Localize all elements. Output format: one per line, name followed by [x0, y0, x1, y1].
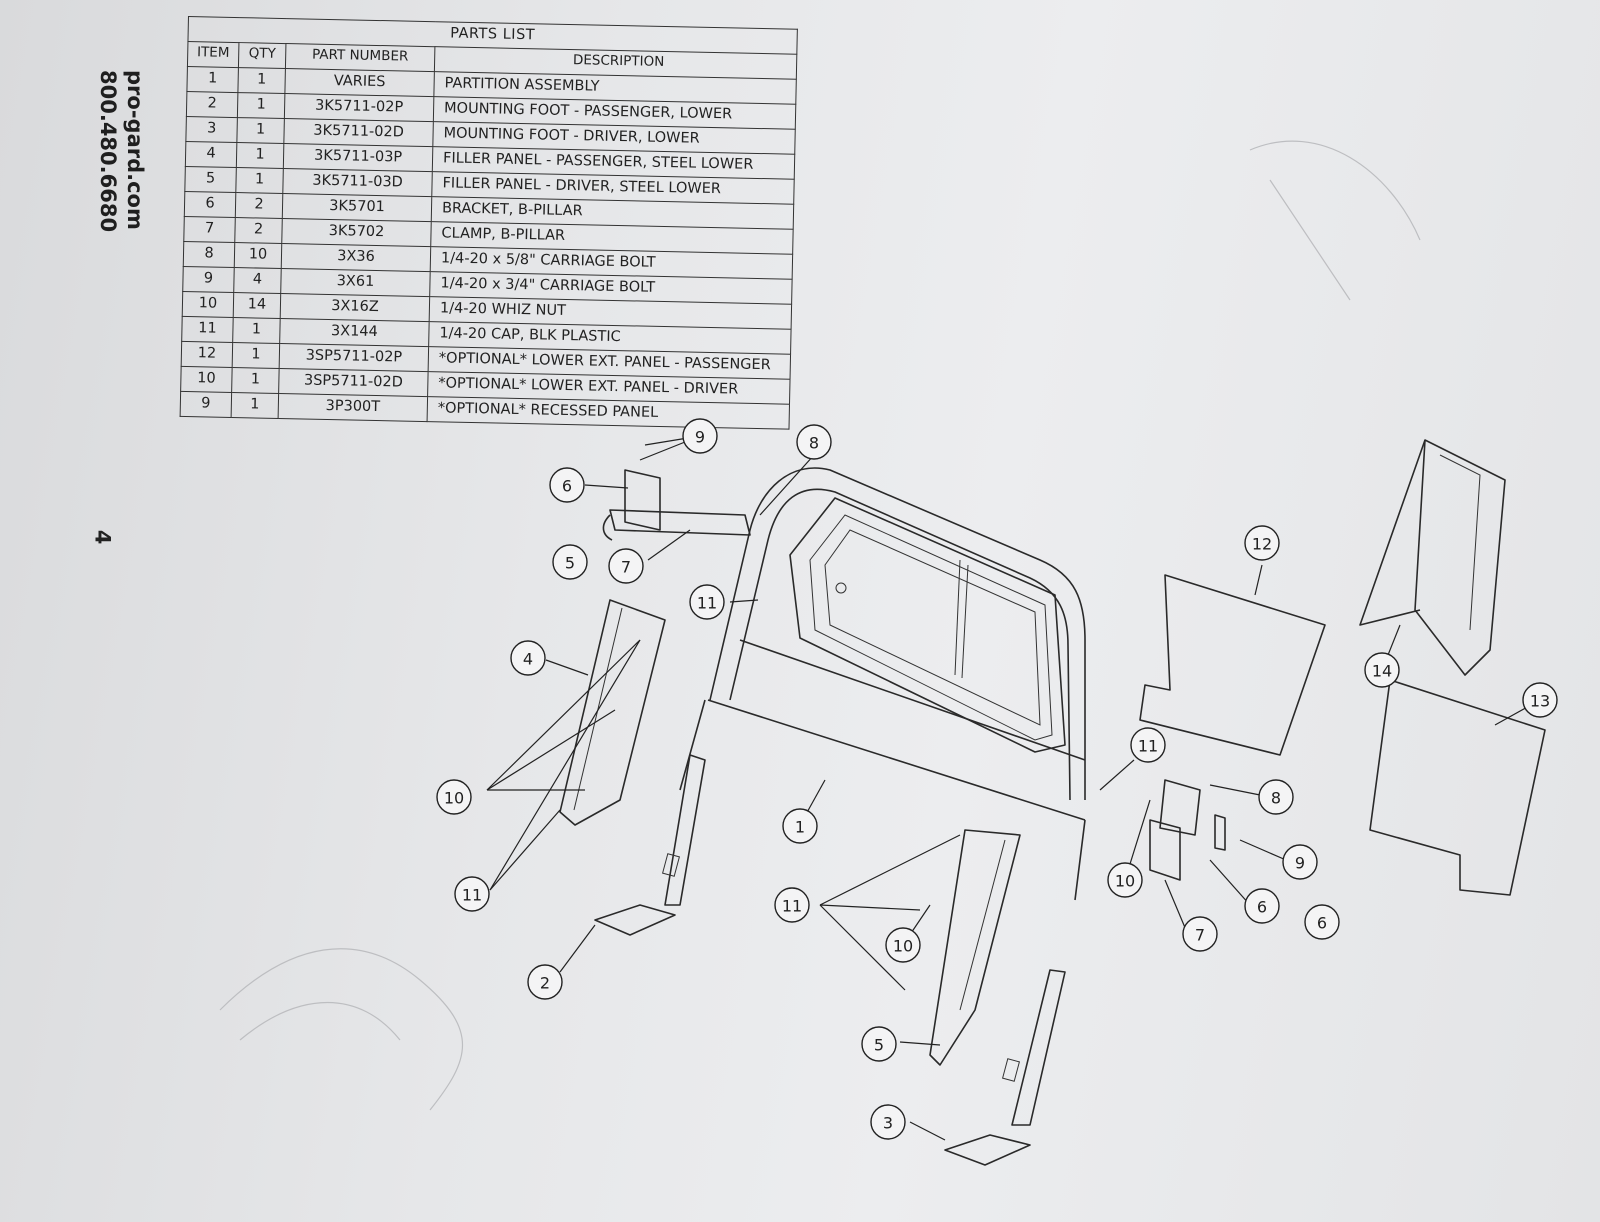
callout-number: 6	[1257, 898, 1267, 917]
callout-number: 5	[565, 554, 575, 573]
callout-bubble: 6	[549, 467, 585, 503]
callout-bubble: 10	[885, 927, 921, 963]
optional-panel-12	[1139, 574, 1326, 756]
callout-number: 12	[1252, 535, 1272, 554]
callout-bubble: 11	[454, 876, 490, 912]
callout-circle	[1282, 844, 1318, 880]
callout-circle	[549, 467, 585, 503]
callout-bubble: 13	[1522, 682, 1558, 718]
callout-bubble: 11	[1130, 727, 1166, 763]
callout-number: 10	[1115, 872, 1135, 891]
callout-circle	[436, 779, 472, 815]
callout-circle	[1182, 916, 1218, 952]
callout-bubble: 8	[796, 424, 832, 460]
callout-number: 7	[621, 558, 631, 577]
callout-circle	[1522, 682, 1558, 718]
callout-number: 8	[809, 434, 819, 453]
callout-bubble: 5	[861, 1026, 897, 1062]
callout-circle	[774, 887, 810, 923]
callout-bubble: 14	[1364, 652, 1400, 688]
bleed-through-marks	[219, 140, 1421, 1111]
callout-number: 6	[562, 477, 572, 496]
mounting-foot-passenger	[594, 754, 706, 936]
callout-bubble: 11	[774, 887, 810, 923]
callout-number: 5	[874, 1036, 884, 1055]
callout-circle	[682, 418, 718, 454]
callout-bubble: 6	[1304, 904, 1340, 940]
callout-bubble: 3	[870, 1104, 906, 1140]
callout-circle	[1258, 779, 1294, 815]
recessed-panel-14	[1359, 439, 1506, 676]
callout-circle	[782, 808, 818, 844]
callout-number: 7	[1195, 926, 1205, 945]
callout-number: 3	[883, 1114, 893, 1133]
callout-bubble: 5	[552, 544, 588, 580]
callout-bubble: 9	[682, 418, 718, 454]
callout-bubble: 2	[527, 964, 563, 1000]
callout-circle	[1244, 525, 1280, 561]
callout-bubble: 4	[510, 640, 546, 676]
callout-number: 10	[893, 937, 913, 956]
callout-circle	[552, 544, 588, 580]
callout-bubble: 9	[1282, 844, 1318, 880]
callout-bubble: 12	[1244, 525, 1280, 561]
callout-number: 2	[540, 974, 550, 993]
callout-circle	[1364, 652, 1400, 688]
optional-panel-13	[1369, 679, 1546, 896]
callout-number: 1	[795, 818, 805, 837]
callout-number: 6	[1317, 914, 1327, 933]
callout-bubble: 10	[436, 779, 472, 815]
callout-number: 13	[1530, 692, 1550, 711]
callout-number: 4	[523, 650, 533, 669]
mounting-foot-driver	[944, 969, 1066, 1166]
callout-circle	[454, 876, 490, 912]
callout-circle	[1244, 888, 1280, 924]
callout-number: 14	[1372, 662, 1392, 681]
callout-number: 11	[782, 897, 802, 916]
callout-circle	[796, 424, 832, 460]
b-pillar-bracket-lower	[1149, 779, 1226, 881]
callout-bubble: 11	[689, 584, 725, 620]
leader-lines	[486, 435, 1541, 1141]
callout-number: 11	[1138, 737, 1158, 756]
callout-bubble: 8	[1258, 779, 1294, 815]
callout-circle	[870, 1104, 906, 1140]
callout-bubble: 7	[1182, 916, 1218, 952]
partition-assembly	[679, 467, 1086, 901]
callout-number: 11	[462, 886, 482, 905]
callout-bubble: 1	[782, 808, 818, 844]
callout-circle	[861, 1026, 897, 1062]
callout-number: 10	[444, 789, 464, 808]
callout-circle	[1304, 904, 1340, 940]
b-pillar-bracket-upper	[602, 469, 751, 541]
callout-circle	[510, 640, 546, 676]
filler-panel-passenger	[559, 599, 666, 826]
callout-number: 9	[1295, 854, 1305, 873]
callout-circle	[689, 584, 725, 620]
callout-circle	[608, 548, 644, 584]
callout-circle	[1130, 727, 1166, 763]
callout-bubble: 10	[1107, 862, 1143, 898]
callout-circle	[527, 964, 563, 1000]
filler-panel-driver	[929, 829, 1021, 1066]
callout-number: 8	[1271, 789, 1281, 808]
callout-number: 11	[697, 594, 717, 613]
callout-bubble: 7	[608, 548, 644, 584]
callout-bubble: 6	[1244, 888, 1280, 924]
callout-number: 9	[695, 428, 705, 447]
callout-circle	[1107, 862, 1143, 898]
callout-circle	[885, 927, 921, 963]
